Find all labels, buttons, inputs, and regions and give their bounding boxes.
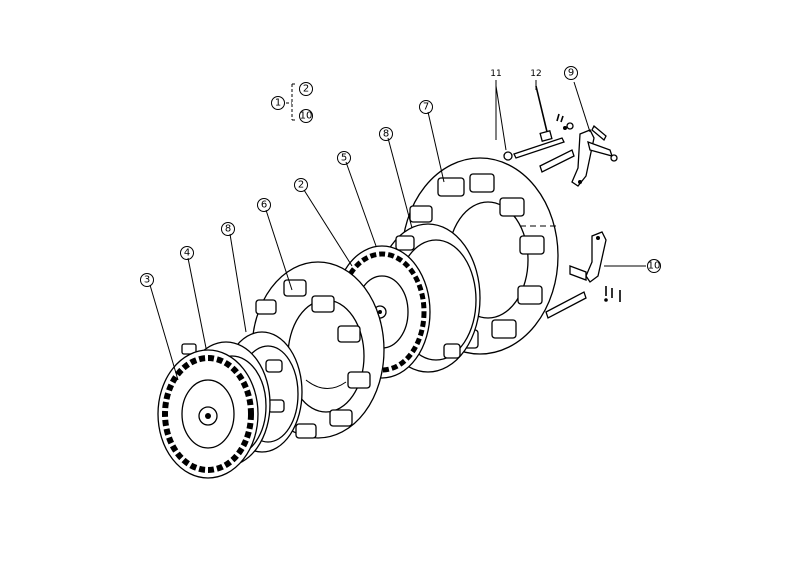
- callout-10: 10: [647, 259, 661, 273]
- callout-8-rear: 8: [379, 127, 393, 141]
- callout-2: 2: [294, 178, 308, 192]
- callout-6: 6: [257, 198, 271, 212]
- callout-6-label: 6: [261, 200, 267, 211]
- callout-12-label: 12: [530, 69, 541, 79]
- front-pressure-plate-cover: [251, 261, 385, 439]
- front-clutch-disc: [157, 349, 259, 479]
- callout-1: 1: [271, 96, 285, 110]
- callout-4: 4: [180, 246, 194, 260]
- callout-11-label: 11: [490, 69, 501, 79]
- callout-7-label: 7: [423, 102, 429, 113]
- callout-3-label: 3: [144, 275, 150, 286]
- release-linkage-lower: [545, 231, 621, 319]
- callout-7: 7: [419, 100, 433, 114]
- callout-4-label: 4: [184, 248, 190, 259]
- callout-2-key: 2: [299, 82, 313, 96]
- assembly-key-bracket: [286, 83, 297, 121]
- callout-3: 3: [140, 273, 154, 287]
- release-linkage-upper: [495, 85, 618, 187]
- callout-9: 9: [564, 66, 578, 80]
- callout-9-label: 9: [568, 68, 574, 79]
- callout-10-label: 10: [648, 261, 661, 272]
- callout-12: 12: [530, 69, 541, 79]
- callout-5-label: 5: [341, 153, 347, 164]
- callout-5: 5: [337, 151, 351, 165]
- callout-8-rear-label: 8: [383, 129, 389, 140]
- callout-2-key-label: 2: [303, 84, 309, 95]
- callout-2-label: 2: [298, 180, 304, 191]
- callout-10-key: 10: [299, 109, 313, 123]
- callout-1-label: 1: [275, 98, 281, 109]
- callout-8-front: 8: [221, 222, 235, 236]
- callout-8-front-label: 8: [225, 224, 231, 235]
- callout-11: 11: [490, 69, 501, 79]
- leader-lines: [149, 80, 646, 381]
- callout-10-key-label: 10: [300, 111, 313, 122]
